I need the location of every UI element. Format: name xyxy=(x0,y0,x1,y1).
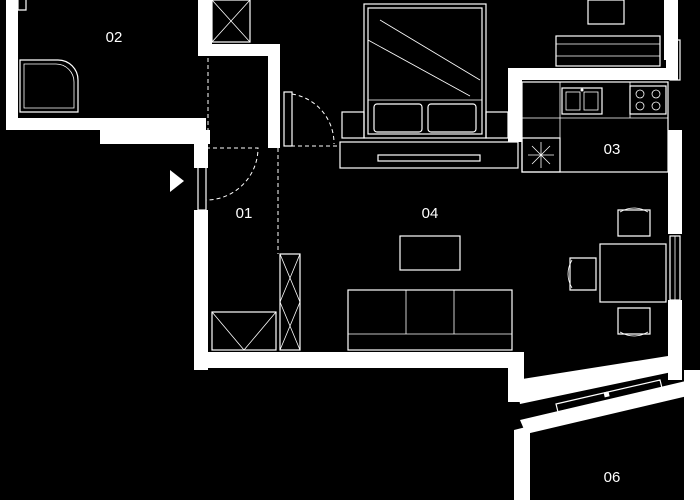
nightstand-right xyxy=(485,111,509,139)
balcony-door xyxy=(555,379,663,413)
wardrobe-tall xyxy=(279,253,301,351)
desk xyxy=(339,141,519,169)
kitchen-counter xyxy=(521,81,669,173)
wardrobe-top xyxy=(211,0,251,43)
nightstand-left xyxy=(341,111,365,139)
double-bed xyxy=(363,3,487,139)
coffee-table xyxy=(399,235,461,271)
sofa xyxy=(347,289,513,351)
room-label-02: 02 xyxy=(106,29,123,46)
room-label-03: 03 xyxy=(604,141,621,158)
wardrobe-hall xyxy=(211,311,277,351)
shower-tray xyxy=(19,59,79,113)
cooktop xyxy=(629,85,667,115)
walls xyxy=(6,0,700,500)
room-label-01: 01 xyxy=(236,205,253,222)
sink xyxy=(561,87,603,115)
dining-chair xyxy=(617,207,651,237)
window-east-top xyxy=(669,39,681,81)
dining-chair xyxy=(617,307,651,337)
dining-chair xyxy=(567,257,597,291)
room-label-04: 04 xyxy=(422,205,439,222)
dining-table xyxy=(599,243,667,303)
wash-basin xyxy=(17,0,27,11)
entrance-arrow-icon xyxy=(170,170,184,192)
fridge-snowflake-icon xyxy=(521,137,561,173)
bedroom-door xyxy=(283,91,340,147)
entrance-door xyxy=(197,147,259,211)
armchair-top xyxy=(555,0,661,67)
window-east xyxy=(669,235,681,301)
room-label-06: 06 xyxy=(604,469,621,486)
